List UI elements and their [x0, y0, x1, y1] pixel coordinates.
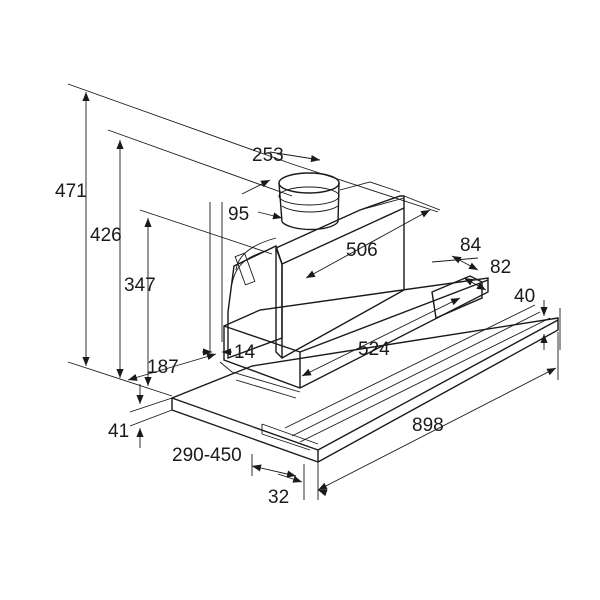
label-height-body: 347	[124, 275, 156, 296]
label-front-strip: 32	[268, 487, 289, 508]
label-wall-offset: 187	[147, 357, 179, 378]
label-width-total: 898	[412, 415, 444, 436]
dim-line-front-strip	[277, 473, 303, 483]
dim-line-width-total	[317, 367, 557, 491]
label-height-total: 471	[55, 181, 87, 202]
label-side-84: 84	[460, 235, 482, 256]
dim-line-wall-offset	[127, 353, 217, 381]
dim-line-inner-width	[301, 297, 461, 377]
label-front-height: 40	[514, 286, 535, 307]
dimension-lines	[82, 92, 557, 497]
dim-line-duct-diameter	[269, 151, 321, 163]
dim-line-side-84	[451, 255, 479, 271]
label-height-chimney: 426	[90, 225, 122, 246]
label-duct-offset: 95	[228, 204, 249, 225]
label-inner-width: 524	[358, 339, 390, 360]
dim-line-depth-range	[251, 464, 297, 478]
dim-line-duct-offset	[241, 179, 271, 195]
label-depth-range: 290-450	[172, 445, 242, 466]
dimension-labels: 471 426 347 253 95 506 84 82 40 524 187 …	[55, 145, 535, 508]
label-side-82: 82	[490, 257, 511, 278]
label-filter-gap: 14	[234, 342, 256, 363]
label-body-depth: 506	[346, 240, 378, 261]
label-duct-diameter: 253	[252, 145, 284, 166]
dim-line-side-82	[463, 277, 487, 291]
label-bottom-height: 41	[108, 421, 129, 442]
dim-line-body-depth	[305, 209, 431, 279]
